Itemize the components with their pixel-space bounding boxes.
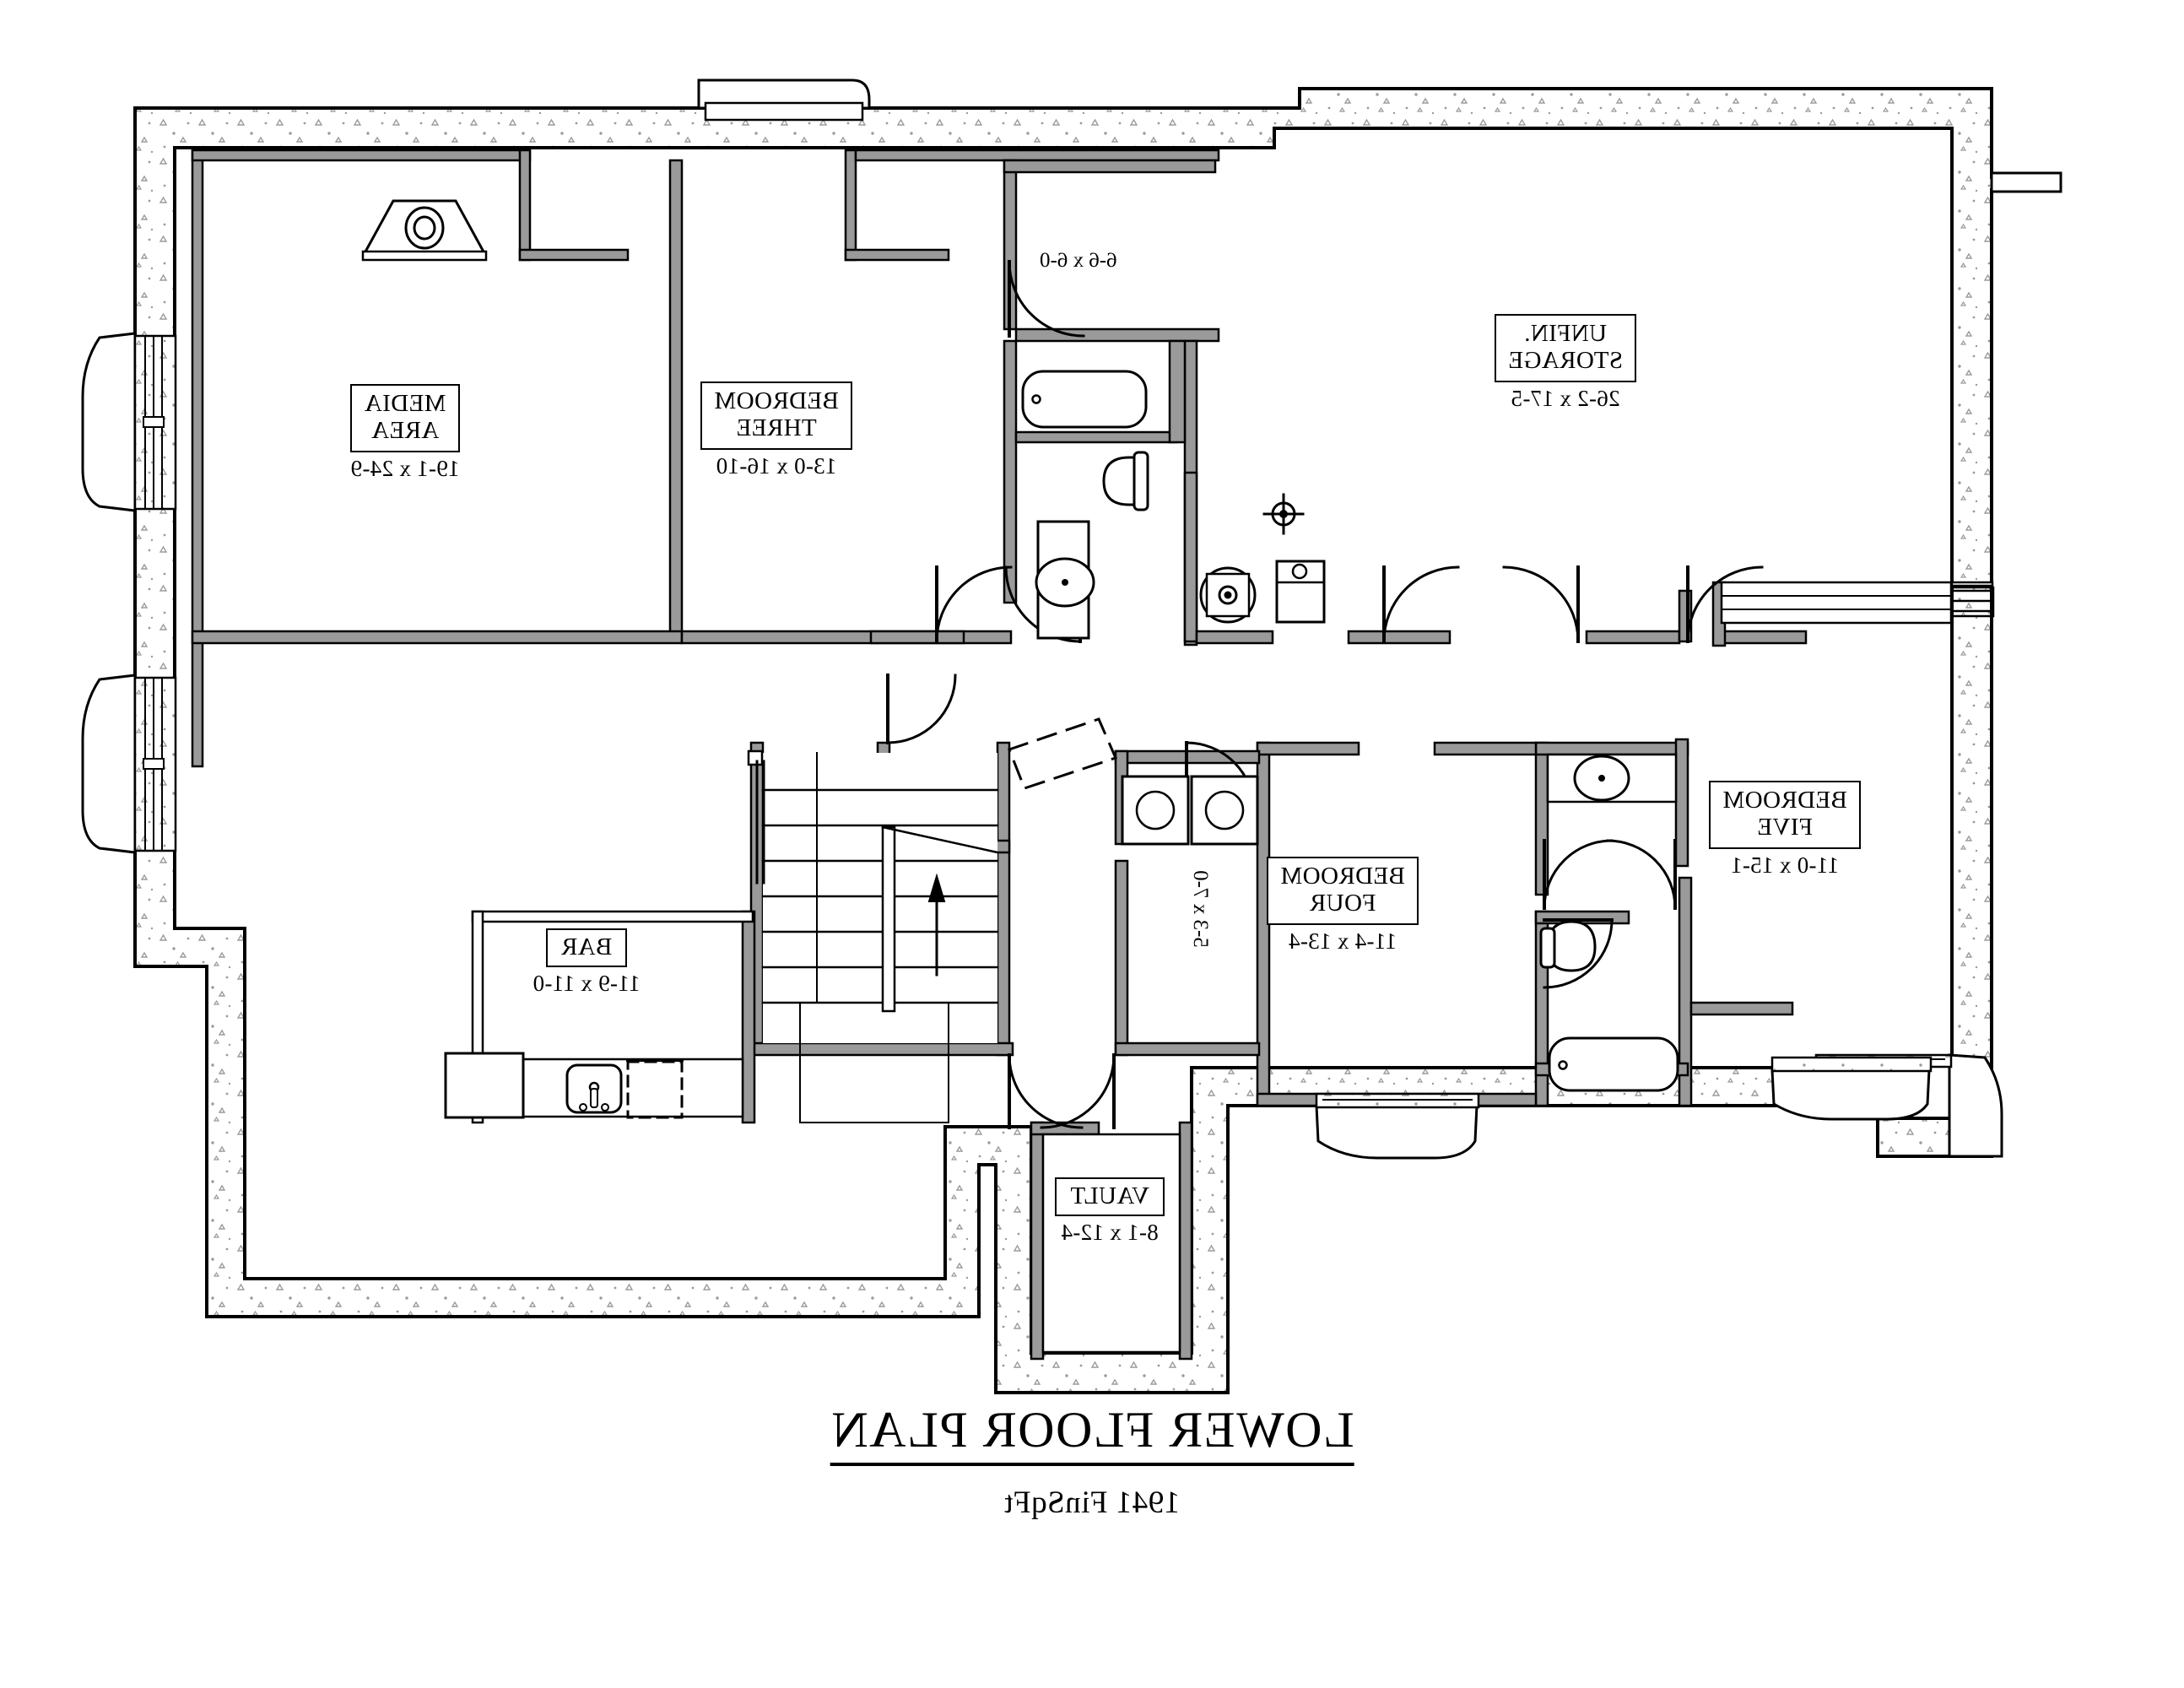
closet-dimensions-bedroom-three: 6-6 x 6-0 (1040, 249, 1117, 272)
room-label-unfin-storage: UNFIN. STORAGE 26-2 x 17-5 (1435, 314, 1696, 411)
doors (886, 260, 1764, 1129)
page-title: LOWER FLOOR PLAN (830, 1401, 1354, 1466)
bar-casework (444, 1052, 744, 1119)
floor-drain (1262, 493, 1305, 535)
room-name-bedroom-four: BEDROOM FOUR (1267, 857, 1419, 925)
room-dimensions-vault: 8-1 x 12-4 (1061, 1220, 1159, 1246)
bath-one-fixtures (1021, 370, 1149, 640)
closet-dimensions-bedroom-four: 5-3 x 7-0 (1189, 870, 1212, 948)
fireplace-bumpout (697, 78, 871, 122)
room-label-bedroom-three: BEDROOM THREE 13-0 x 16-10 (650, 381, 903, 479)
room-name-media-area: MEDIA AREA (350, 384, 460, 452)
room-label-media-area: MEDIA AREA 19-1 x 24-9 (278, 384, 532, 481)
room-dimensions-media-area: 19-1 x 24-9 (350, 455, 460, 481)
room-label-vault: VAULT 8-1 x 12-4 (992, 1177, 1228, 1245)
windows (1315, 581, 2003, 1160)
room-dimensions-bedroom-three: 13-0 x 16-10 (716, 452, 837, 479)
room-name-bedroom-five: BEDROOM FIVE (1709, 781, 1861, 849)
room-dimensions-bedroom-four: 11-4 x 13-4 (1288, 928, 1397, 954)
vault-room (1041, 1133, 1181, 1354)
room-dimensions-bedroom-five: 11-0 x 15-1 (1730, 852, 1840, 878)
exterior-wall-nib-right (1990, 171, 2062, 193)
room-label-bar: BAR 11-9 x 11-0 (460, 928, 713, 996)
storage-shelving (1720, 581, 1953, 625)
room-dimensions-unfin-storage: 26-2 x 17-5 (1511, 385, 1620, 411)
title-block: LOWER FLOOR PLAN 1941 FinSqFt (0, 1401, 2184, 1521)
room-name-bedroom-three: BEDROOM THREE (700, 381, 852, 450)
window-well-lower-left (81, 674, 177, 854)
bath-two-fixtures (1539, 753, 1679, 1092)
room-label-bedroom-four: BEDROOM FOUR 11-4 x 13-4 (1212, 857, 1473, 954)
room-dimensions-bar: 11-9 x 11-0 (532, 971, 641, 997)
room-label-bedroom-five: BEDROOM FIVE 11-0 x 15-1 (1654, 781, 1916, 878)
room-name-bar: BAR (545, 928, 628, 968)
stairs-up-arrow (927, 873, 946, 977)
window-well-upper-left (81, 332, 177, 512)
mechanical-equipment (1199, 493, 1326, 624)
stairs (747, 749, 999, 1123)
room-name-unfin-storage: UNFIN. STORAGE (1495, 314, 1637, 382)
dashed-beam (1008, 717, 1118, 790)
laundry-appliances (1121, 775, 1259, 846)
room-name-vault: VAULT (1055, 1177, 1165, 1217)
media-fireplace (361, 199, 488, 262)
page-subtitle: 1941 FinSqFt (1003, 1485, 1181, 1520)
